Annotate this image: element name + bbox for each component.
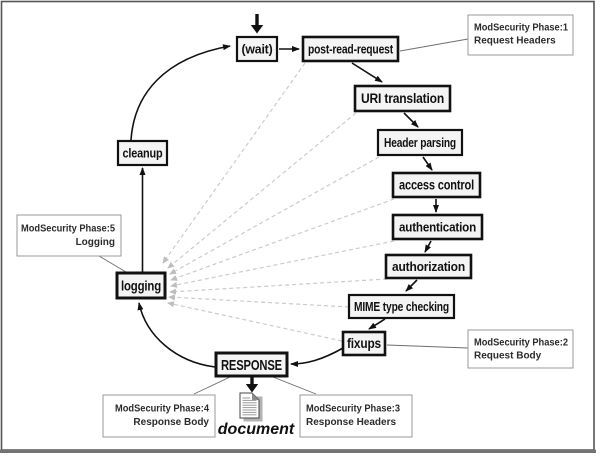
- node-uri-translation-box: [353, 84, 452, 113]
- node-header-parsing: Header parsing: [376, 128, 464, 157]
- dashed-authn-to-logging: [170, 240, 395, 288]
- node-uri-translation-label: URI translation: [361, 91, 444, 106]
- node-cleanup-label: cleanup: [123, 146, 163, 161]
- document-icon: [239, 392, 263, 422]
- arrow-response-to-document: [245, 377, 259, 393]
- dashed-authz-to-logging: [169, 278, 388, 295]
- node-header-parsing-label: Header parsing: [384, 135, 456, 150]
- annotation-phase5: ModSecurity Phase:5 Logging: [16, 214, 122, 257]
- node-access-control: access control: [391, 171, 482, 199]
- node-uri-translation: URI translation: [353, 84, 452, 113]
- node-authorization: authorization: [384, 253, 473, 280]
- callout-phase2-line: [386, 344, 469, 349]
- annotation-phase1-box: [467, 14, 574, 56]
- node-mime-type-checking-label: MIME type checking: [354, 299, 449, 314]
- node-response: RESPONSE: [214, 351, 289, 378]
- flow-arrows: [130, 14, 439, 393]
- node-fixups-label: fixups: [347, 336, 381, 351]
- node-header-parsing-box: [376, 128, 464, 157]
- annotation-callout-lines: [98, 38, 469, 395]
- callout-phase3-line: [272, 376, 317, 395]
- dashed-logging-connectors: [162, 62, 395, 342]
- dashed-uri-to-logging: [167, 112, 357, 269]
- arrow-cleanup-to-wait: [130, 44, 231, 141]
- callout-phase5-line: [98, 255, 127, 273]
- annotation-phase3-line1: ModSecurity Phase:3: [306, 404, 400, 415]
- node-logging: logging: [115, 271, 167, 300]
- arrow-mime-to-fixups: [368, 318, 386, 330]
- node-fixups-box: [341, 330, 387, 357]
- node-fixups: fixups: [341, 330, 387, 357]
- annotation-phase2: ModSecurity Phase:2 Request Body: [467, 329, 574, 369]
- node-mime-type-checking-box: [347, 293, 456, 320]
- annotation-phase1: ModSecurity Phase:1 Request Headers: [467, 14, 574, 56]
- node-wait-box: [235, 35, 279, 63]
- node-cleanup: cleanup: [116, 139, 169, 167]
- annotation-phase3-box: [299, 394, 413, 438]
- document-text-lines: [242, 397, 257, 416]
- dashed-fixups-to-logging: [167, 301, 343, 342]
- node-mime-type-checking: MIME type checking: [347, 293, 456, 320]
- node-post-read-request-box: [301, 35, 400, 63]
- node-access-control-box: [391, 171, 482, 199]
- node-logging-label: logging: [121, 279, 161, 294]
- node-cleanup-box: [116, 139, 169, 167]
- document-fold: [252, 393, 259, 400]
- node-authorization-box: [384, 253, 473, 280]
- entry-arrow: [250, 14, 264, 34]
- arrow-header-to-access: [422, 156, 433, 171]
- annotation-phase3-line2: Response Headers: [306, 417, 396, 428]
- node-wait: (wait): [235, 35, 279, 63]
- arrow-uri-to-header: [403, 112, 419, 128]
- annotation-phase2-line2: Request Body: [474, 351, 542, 362]
- node-access-control-label: access control: [399, 178, 474, 193]
- node-authentication: authentication: [391, 213, 484, 241]
- document-label: document: [218, 421, 295, 438]
- node-response-label: RESPONSE: [221, 357, 282, 374]
- callout-phase1-line: [399, 38, 469, 52]
- arrow-authn-to-authz: [424, 240, 432, 253]
- arrow-fixups-to-response: [290, 347, 344, 367]
- annotation-phase1-line2: Request Headers: [474, 36, 556, 47]
- node-authentication-box: [391, 213, 484, 241]
- dashed-access-to-logging: [170, 198, 395, 281]
- annotation-phase5-line2: Logging: [76, 237, 115, 248]
- arrow-postread-to-uri: [351, 62, 383, 83]
- dashed-post-read-to-logging: [162, 62, 306, 264]
- arrow-authz-to-mime: [405, 279, 418, 292]
- annotation-phase4-box: [102, 394, 216, 438]
- arrow-response-to-logging: [137, 302, 216, 368]
- dashed-mime-to-logging: [168, 294, 350, 308]
- node-authentication-label: authentication: [399, 220, 476, 235]
- annotation-phase1-line1: ModSecurity Phase:1: [474, 23, 568, 34]
- dashed-header-to-logging: [169, 156, 380, 275]
- annotation-phase5-line1: ModSecurity Phase:5: [21, 224, 115, 235]
- node-authorization-label: authorization: [392, 259, 465, 274]
- annotation-phase5-box: [16, 214, 122, 257]
- annotation-phase4: ModSecurity Phase:4 Response Body: [102, 394, 216, 438]
- callout-phase4-line: [193, 376, 231, 395]
- annotation-phase2-box: [467, 329, 574, 369]
- annotation-phase4-line2: Response Body: [133, 417, 209, 428]
- node-response-box: [214, 351, 289, 378]
- node-post-read-request: post-read-request: [301, 35, 400, 63]
- annotation-phase2-line1: ModSecurity Phase:2: [474, 338, 568, 349]
- node-logging-box: [115, 271, 167, 300]
- node-post-read-request-label: post-read-request: [308, 42, 394, 57]
- annotation-phase3: ModSecurity Phase:3 Response Headers: [299, 394, 413, 438]
- node-wait-label: (wait): [242, 42, 273, 57]
- annotation-phase4-line1: ModSecurity Phase:4: [115, 404, 209, 415]
